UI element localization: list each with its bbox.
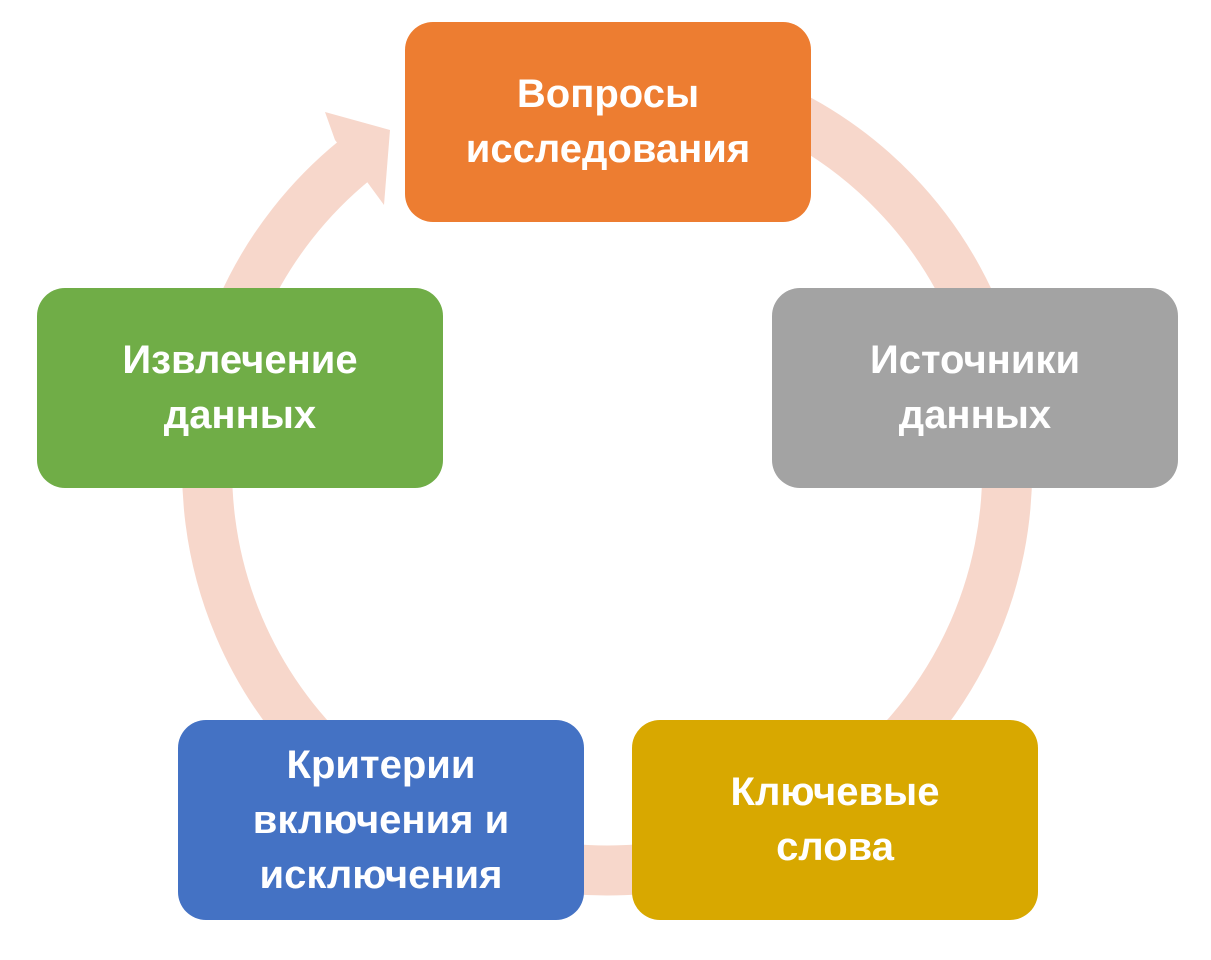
step-keywords: Ключевые слова (632, 720, 1038, 920)
step-inclusion-exclusion-criteria: Критерии включения и исключения (178, 720, 584, 920)
step-label: данных (163, 393, 317, 437)
step-label: слова (776, 825, 894, 869)
step-label: Извлечение (122, 338, 358, 382)
step-label: Критерии (286, 742, 476, 787)
step-research-questions: Вопросы исследования (405, 22, 811, 222)
step-label: исследования (465, 127, 751, 171)
step-label: Ключевые (730, 770, 940, 814)
step-label: включения и (252, 797, 510, 842)
step-data-sources: Источники данных (772, 288, 1178, 488)
arrowhead-fill (320, 150, 362, 200)
step-label: данных (898, 393, 1052, 437)
step-label: исключения (259, 852, 503, 897)
step-label: Вопросы (516, 72, 700, 116)
step-label: Источники (869, 338, 1081, 382)
arrowhead-icon (325, 112, 390, 205)
step-data-extraction: Извлечение данных (37, 288, 443, 488)
